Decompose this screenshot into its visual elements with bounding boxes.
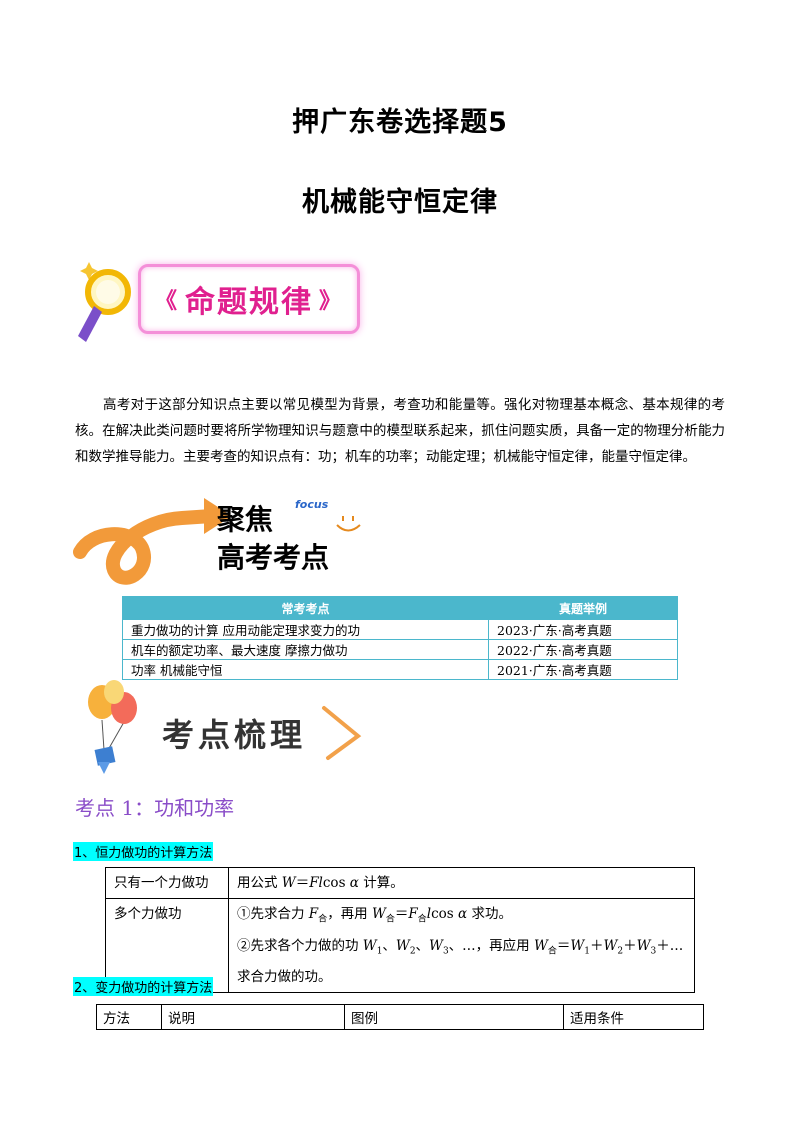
table-header-row: 常考考点 真题举例 <box>122 596 678 620</box>
table-header: 适用条件 <box>563 1004 704 1030</box>
rules-banner: 《 命题规律 》 <box>72 258 362 348</box>
variable-force-table: 方法 说明 图例 适用条件 <box>96 1004 704 1030</box>
subsection-heading: 2、变力做功的计算方法 <box>73 977 214 996</box>
smile-icon <box>336 516 361 532</box>
subsection-heading: 1、恒力做功的计算方法 <box>73 842 214 861</box>
focus-heading: 聚焦 <box>217 503 274 536</box>
table-cell: 重力做功的计算 应用动能定理求变力的功 <box>122 619 489 640</box>
table-header: 方法 <box>96 1004 162 1030</box>
slash-decoration-icon <box>322 706 362 760</box>
table-header: 真题举例 <box>488 596 678 620</box>
document-title: 押广东卷选择题5 <box>292 107 508 138</box>
section-title: 考点 1：功和功率 <box>75 796 235 820</box>
table-header: 图例 <box>344 1004 564 1030</box>
constant-force-table: 只有一个力做功 用公式 W＝Flcos α 计算。 多个力做功 ①先求合力 F合… <box>105 867 695 994</box>
table-row: 重力做功的计算 应用动能定理求变力的功 2023·广东·高考真题 <box>122 619 678 640</box>
magnifier-icon <box>78 262 131 342</box>
table-header-row: 方法 说明 图例 适用条件 <box>96 1004 704 1030</box>
table-row: 功率 机械能守恒 2021·广东·高考真题 <box>122 659 678 680</box>
document-subtitle: 机械能守恒定律 <box>302 187 498 218</box>
exam-points-table: 常考考点 真题举例 重力做功的计算 应用动能定理求变力的功 2023·广东·高考… <box>122 596 678 680</box>
table-row: 只有一个力做功 用公式 W＝Flcos α 计算。 <box>105 867 695 899</box>
table-cell: 只有一个力做功 <box>105 867 229 899</box>
review-label: 考点梳理 <box>162 716 307 754</box>
table-header: 常考考点 <box>122 596 489 620</box>
review-banner: 考点梳理 <box>80 680 370 775</box>
table-cell: 2023·广东·高考真题 <box>488 619 678 640</box>
focus-english: focus <box>295 498 329 511</box>
swirl-arrow-icon <box>73 498 232 585</box>
balloons-icon <box>88 680 137 774</box>
focus-banner: 聚焦 focus 高考考点 <box>72 490 372 590</box>
intro-paragraph: 高考对于这部分知识点主要以常见模型为背景，考查功和能量等。强化对物理基本概念、基… <box>75 397 725 465</box>
chevron-right-icon: 》 <box>319 289 344 314</box>
table-cell: 2022·广东·高考真题 <box>488 639 678 660</box>
table-row: 多个力做功 ①先求合力 F合，再用 W合＝F合lcos α 求功。②先求各个力做… <box>105 897 695 994</box>
table-cell: 机车的额定功率、最大速度 摩擦力做功 <box>122 639 489 660</box>
table-cell: 2021·广东·高考真题 <box>488 659 678 680</box>
formula-cell: 用公式 W＝Flcos α 计算。 <box>228 867 695 899</box>
table-cell: 功率 机械能守恒 <box>122 659 489 680</box>
focus-subheading: 高考考点 <box>217 541 330 574</box>
chevron-left-icon: 《 <box>154 289 179 314</box>
table-row: 机车的额定功率、最大速度 摩擦力做功 2022·广东·高考真题 <box>122 639 678 660</box>
formula-cell: ①先求合力 F合，再用 W合＝F合lcos α 求功。②先求各个力做的功 W1、… <box>228 897 695 994</box>
rules-label: 命题规律 <box>185 285 313 320</box>
table-header: 说明 <box>161 1004 345 1030</box>
rules-badge: 《 命题规律 》 <box>138 264 360 334</box>
